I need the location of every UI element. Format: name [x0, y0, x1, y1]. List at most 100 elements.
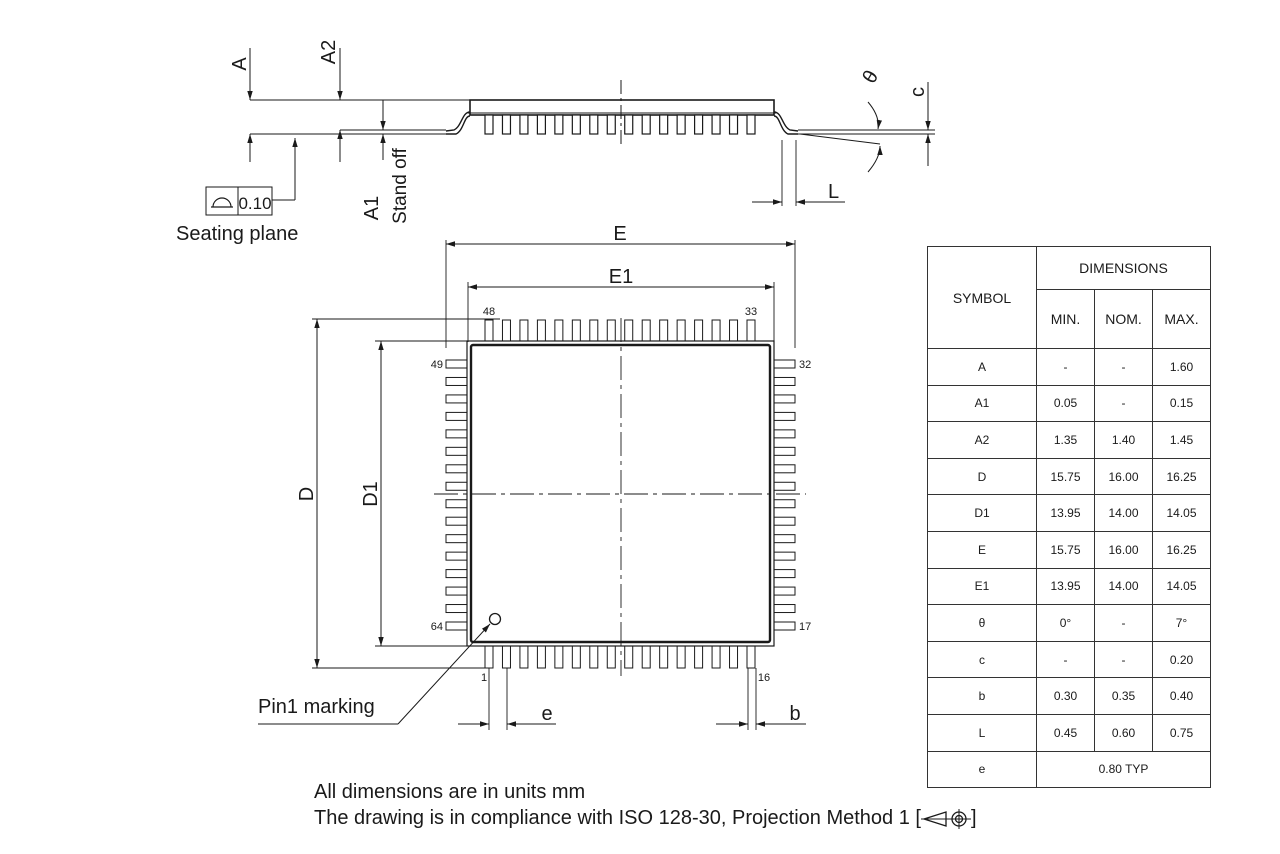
side-lead	[501, 114, 512, 135]
side-body	[469, 99, 775, 116]
lead-left	[445, 446, 468, 456]
lead-bottom	[501, 645, 511, 669]
dimensions-table: SYMBOL DIMENSIONS MIN. NOM. MAX. A--1.60…	[927, 246, 1211, 789]
note-units: All dimensions are in units mm	[314, 781, 586, 803]
lead-bottom	[711, 645, 721, 669]
lead-right	[773, 534, 796, 544]
lead-left	[445, 604, 468, 614]
pin-16: 16	[758, 672, 770, 684]
note-compliance-end: ]	[970, 807, 977, 829]
cell-symbol: A2	[927, 421, 1037, 459]
cell-symbol: e	[927, 750, 1037, 789]
cell-value: 0.80 TYP	[1036, 750, 1211, 789]
label-A: A	[229, 57, 251, 71]
cell-min: 1.35	[1036, 421, 1095, 459]
side-lead	[589, 114, 599, 135]
lead-left	[445, 499, 468, 509]
lead-right	[773, 551, 796, 561]
label-E: E	[613, 223, 626, 245]
label-e: e	[541, 703, 552, 725]
side-lead	[676, 114, 686, 135]
cell-min: -	[1036, 348, 1095, 386]
cell-min: 15.75	[1036, 457, 1095, 496]
lead-bottom	[554, 645, 564, 669]
cell-min: 13.95	[1036, 567, 1095, 606]
label-b: b	[789, 703, 800, 725]
cell-max: 0.20	[1152, 640, 1211, 679]
lead-top	[624, 319, 634, 342]
pin-64: 64	[431, 621, 443, 633]
pin-32: 32	[799, 359, 811, 371]
cell-symbol: A	[927, 348, 1037, 386]
lead-top	[746, 319, 756, 342]
lead-bottom	[624, 645, 634, 669]
lead-top	[484, 319, 494, 342]
side-lead	[728, 114, 739, 135]
package-body-inner	[469, 343, 772, 644]
label-flatness-value: 0.10	[238, 194, 271, 213]
header-min: MIN.	[1036, 289, 1095, 349]
lead-left	[445, 394, 468, 404]
lead-right	[773, 446, 796, 456]
lead-right	[773, 464, 796, 474]
cell-symbol: D	[927, 457, 1037, 496]
lead-left	[445, 551, 468, 561]
lead-right	[773, 411, 796, 421]
cell-min: -	[1036, 640, 1095, 679]
lead-bottom	[589, 645, 599, 669]
cell-symbol: θ	[927, 604, 1037, 642]
side-lead	[711, 114, 721, 135]
lead-right	[773, 429, 796, 439]
lead-bottom	[641, 645, 651, 669]
cell-nom: -	[1094, 348, 1153, 386]
lead-top	[536, 319, 546, 342]
cell-max: 0.75	[1152, 713, 1211, 752]
side-lead	[624, 114, 634, 135]
lead-left	[445, 516, 468, 526]
side-lead	[641, 114, 651, 135]
lead-bottom	[746, 645, 756, 669]
cell-nom: 16.00	[1094, 457, 1153, 496]
cell-min: 0.30	[1036, 677, 1095, 715]
lead-left	[445, 621, 468, 631]
label-theta: θ	[858, 67, 883, 88]
lead-top	[501, 319, 511, 342]
lead-left	[445, 429, 468, 439]
lead-left	[445, 569, 468, 579]
cell-max: 7°	[1152, 604, 1211, 642]
side-leads	[484, 114, 756, 135]
cell-symbol: E1	[927, 567, 1037, 606]
cell-min: 15.75	[1036, 530, 1095, 569]
lead-bottom	[571, 645, 581, 669]
cell-nom: -	[1094, 640, 1153, 679]
cell-nom: 16.00	[1094, 530, 1153, 569]
side-lead	[554, 114, 564, 135]
cell-nom: -	[1094, 384, 1153, 423]
lead-top	[554, 319, 564, 342]
notes: All dimensions are in units mm The drawi…	[314, 779, 977, 831]
lead-top	[606, 319, 616, 342]
cell-max: 16.25	[1152, 530, 1211, 569]
lead-left	[445, 464, 468, 474]
table-row: A--1.60	[927, 348, 1211, 386]
cell-min: 13.95	[1036, 494, 1095, 532]
side-lead	[659, 114, 669, 135]
cell-min: 0.05	[1036, 384, 1095, 423]
label-A1: A1	[361, 196, 383, 220]
lead-right	[773, 481, 796, 491]
side-view	[205, 48, 935, 216]
left-gull-lead	[445, 111, 471, 132]
lead-right	[773, 621, 796, 631]
lead-right	[773, 376, 796, 386]
package-body	[466, 340, 775, 647]
cell-max: 14.05	[1152, 494, 1211, 532]
cell-max: 0.40	[1152, 677, 1211, 715]
side-lead	[693, 114, 704, 135]
projection-symbol-icon	[920, 808, 971, 829]
side-lead	[571, 114, 581, 135]
